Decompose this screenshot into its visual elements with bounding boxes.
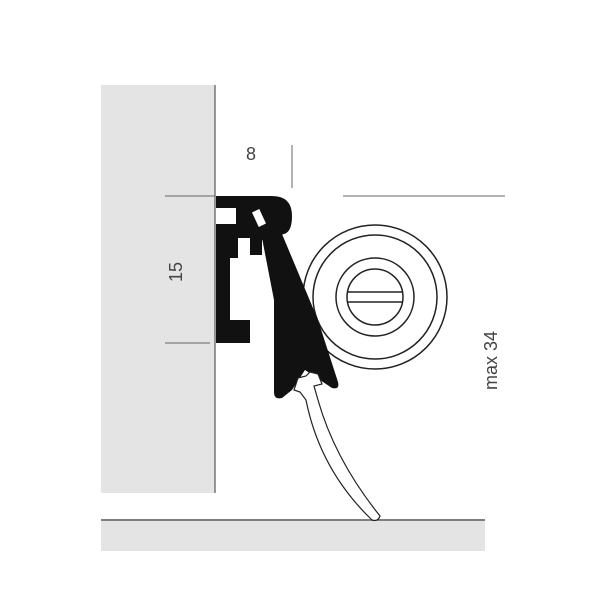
sweep-fin [293,371,381,522]
max-label: max 34 [481,331,501,390]
aluminium-profile [216,196,292,343]
profile-slot [251,209,267,227]
door-panel [101,85,215,493]
width-label: 8 [246,144,256,164]
rubber-seal [262,234,339,399]
height-label: 15 [166,262,186,282]
floor [101,521,485,551]
